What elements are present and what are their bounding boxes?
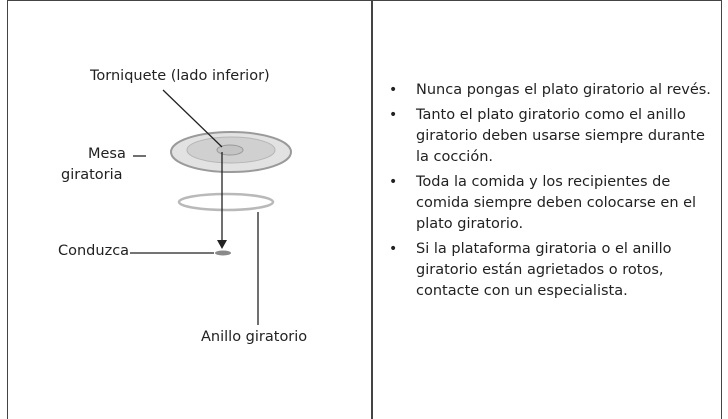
instructions-list: • Nunca pongas el plato giratorio al rev…: [387, 80, 717, 306]
label-ring: Anillo giratorio: [201, 329, 308, 345]
coupler-hub: [216, 144, 244, 156]
column-divider: [371, 0, 373, 419]
roller-ring-shape: [177, 192, 275, 212]
table-frame: [7, 0, 722, 419]
note-text: Si la plataforma giratoria o el anillo g…: [416, 241, 672, 299]
bullet-icon: •: [389, 107, 398, 123]
label-table-line2: giratoria: [61, 167, 123, 183]
coupler-shape: [215, 250, 231, 256]
label-table-line1: Mesa: [88, 146, 126, 162]
leader-turntable: [162, 89, 223, 148]
note-text: Tanto el plato giratorio como el anillo …: [416, 107, 705, 165]
note-text: Toda la comida y los recipientes de comi…: [416, 174, 697, 232]
list-item: • Nunca pongas el plato giratorio al rev…: [387, 80, 717, 101]
turntable-illustration: [130, 89, 292, 325]
label-lead: Conduzca: [58, 243, 130, 259]
list-item: • Si la plataforma giratoria o el anillo…: [387, 239, 717, 302]
bullet-icon: •: [389, 241, 398, 257]
note-text: Nunca pongas el plato giratorio al revés…: [416, 82, 711, 98]
arrow-head: [217, 240, 227, 249]
bullet-icon: •: [389, 82, 398, 98]
turntable-diagram: Torniquete (lado inferior) Mesa giratori…: [8, 0, 371, 419]
list-item: • Tanto el plato giratorio como el anill…: [387, 105, 717, 168]
list-item: • Toda la comida y los recipientes de co…: [387, 172, 717, 235]
label-turntable-underside: Torniquete (lado inferior): [90, 68, 270, 84]
bullet-icon: •: [389, 174, 398, 190]
